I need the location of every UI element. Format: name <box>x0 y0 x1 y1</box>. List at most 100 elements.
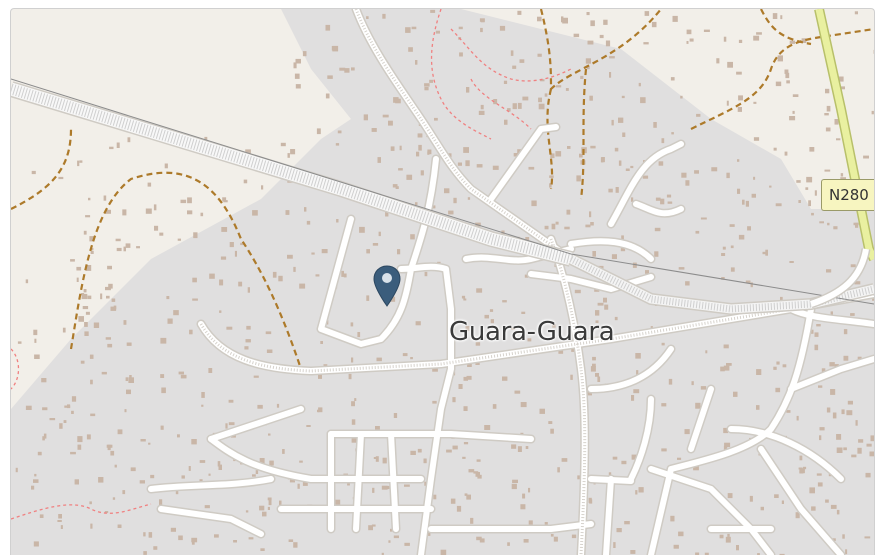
building <box>117 248 122 251</box>
building <box>633 389 639 393</box>
building <box>351 358 353 363</box>
building <box>150 475 154 478</box>
building <box>704 30 710 32</box>
building <box>466 495 471 500</box>
building <box>826 269 831 272</box>
building <box>793 111 795 114</box>
building <box>244 180 248 184</box>
building <box>661 403 666 406</box>
building <box>481 105 484 109</box>
building <box>687 30 692 35</box>
building <box>655 228 661 231</box>
building <box>797 416 799 421</box>
building <box>736 545 739 550</box>
building <box>567 146 571 149</box>
building <box>469 469 475 472</box>
building <box>299 461 303 463</box>
building <box>606 41 610 47</box>
building <box>818 482 823 486</box>
building <box>727 62 733 68</box>
building <box>609 72 611 78</box>
building <box>750 496 753 502</box>
map-pin-icon[interactable] <box>372 264 402 308</box>
building <box>677 458 681 460</box>
building <box>366 249 370 253</box>
building <box>458 163 462 166</box>
building <box>192 540 195 545</box>
building <box>378 157 382 163</box>
building <box>230 242 234 247</box>
building <box>459 384 463 389</box>
building <box>84 331 88 336</box>
building <box>609 56 615 58</box>
building <box>307 221 310 225</box>
building <box>824 113 829 115</box>
building <box>711 167 717 171</box>
building <box>267 350 273 354</box>
building <box>645 11 650 16</box>
building <box>845 549 847 554</box>
building <box>800 456 803 461</box>
building <box>537 17 542 22</box>
building <box>453 198 456 203</box>
building <box>463 299 466 301</box>
building <box>218 461 221 466</box>
building <box>635 353 641 359</box>
building <box>131 467 136 471</box>
building <box>70 452 76 454</box>
building <box>685 281 690 285</box>
building <box>643 176 648 179</box>
residential-area <box>11 9 874 555</box>
building <box>34 339 36 343</box>
building <box>339 68 345 71</box>
building <box>290 149 295 154</box>
building <box>159 233 163 236</box>
building <box>372 488 374 493</box>
building <box>825 170 831 172</box>
building <box>76 267 81 271</box>
building <box>830 389 835 395</box>
building <box>562 458 568 462</box>
building <box>182 475 185 478</box>
building <box>84 231 87 235</box>
building <box>513 103 517 109</box>
building <box>790 41 795 44</box>
building <box>520 59 525 63</box>
building <box>674 545 679 549</box>
building <box>522 97 528 101</box>
building <box>221 257 226 260</box>
building <box>289 539 294 542</box>
building <box>827 223 829 226</box>
map-viewport[interactable]: Guara-Guara N280 <box>10 8 875 555</box>
building <box>403 353 408 356</box>
building <box>831 311 833 314</box>
building <box>109 147 113 149</box>
building <box>410 357 413 359</box>
building <box>570 375 573 380</box>
building <box>806 177 812 183</box>
building <box>841 173 843 176</box>
building <box>424 87 428 90</box>
building <box>567 210 571 215</box>
building <box>86 312 90 315</box>
building <box>554 537 558 542</box>
building <box>679 267 685 270</box>
building <box>753 36 759 41</box>
building <box>140 480 145 483</box>
building <box>825 89 829 94</box>
building <box>58 177 63 179</box>
building <box>746 201 749 207</box>
building <box>71 411 74 414</box>
building <box>205 505 210 508</box>
building <box>595 310 599 316</box>
building <box>146 209 152 214</box>
building <box>225 423 227 428</box>
building <box>269 461 274 466</box>
building <box>268 507 270 510</box>
building <box>796 180 800 183</box>
building <box>406 175 412 180</box>
building <box>366 16 369 19</box>
building <box>106 296 110 299</box>
building <box>467 376 472 380</box>
map-canvas[interactable] <box>11 9 874 555</box>
